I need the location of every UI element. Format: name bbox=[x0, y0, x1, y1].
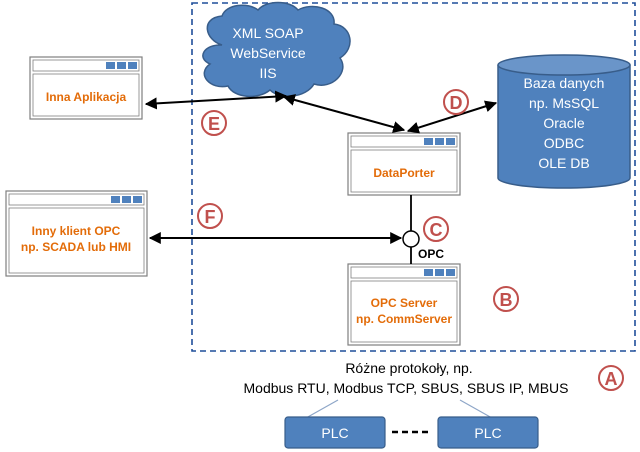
badge-c: C bbox=[423, 216, 449, 242]
badge-a: A bbox=[598, 365, 624, 391]
plc-right-link bbox=[459, 399, 493, 419]
badge-d: D bbox=[443, 89, 469, 115]
database-line-1: Baza danych bbox=[524, 75, 605, 91]
window-inna-aplikacja: Inna Aplikacja bbox=[29, 56, 143, 120]
window-dataporter: DataPorter bbox=[347, 132, 461, 196]
opc-server-line-2: np. CommServer bbox=[356, 312, 452, 326]
plc-right: PLC bbox=[437, 416, 539, 449]
opc-label: OPC bbox=[418, 247, 444, 261]
badge-b: B bbox=[493, 286, 519, 312]
webservice-cloud: XML SOAP WebService IIS bbox=[202, 1, 351, 98]
database-cylinder: Baza danych np. MsSQL Oracle ODBC OLE DB bbox=[497, 54, 631, 189]
inna-aplikacja-title: Inna Aplikacja bbox=[46, 90, 127, 104]
system-boundary bbox=[191, 2, 636, 352]
arrow-d-dataporter-to-db bbox=[406, 100, 498, 134]
plc-left-label: PLC bbox=[321, 425, 348, 441]
database-line-4: ODBC bbox=[544, 135, 584, 151]
plc-right-label: PLC bbox=[474, 425, 501, 441]
protocols-line-2: Modbus RTU, Modbus TCP, SBUS, SBUS IP, M… bbox=[244, 380, 569, 396]
database-line-5: OLE DB bbox=[538, 155, 589, 171]
database-line-3: Oracle bbox=[543, 115, 584, 131]
cloud-line-3: IIS bbox=[259, 65, 276, 81]
inny-klient-line-2: np. SCADA lub HMI bbox=[21, 240, 131, 254]
cloud-line-2: WebService bbox=[230, 45, 305, 61]
opc-interface-circle bbox=[402, 230, 420, 248]
protocols-line-1: Różne protokoły, np. bbox=[345, 360, 472, 376]
inny-klient-line-1: Inny klient OPC bbox=[32, 224, 121, 238]
database-line-2: np. MsSQL bbox=[529, 95, 599, 111]
arrow-cloud-to-dataporter bbox=[282, 94, 406, 133]
svg-text:B: B bbox=[500, 290, 513, 310]
badge-e: E bbox=[201, 110, 227, 136]
window-opc-server: OPC Server np. CommServer bbox=[347, 263, 461, 346]
dataporter-title: DataPorter bbox=[373, 166, 435, 180]
window-inny-klient-opc: Inny klient OPC np. SCADA lub HMI bbox=[5, 190, 148, 277]
badge-f: F bbox=[197, 203, 223, 229]
cloud-line-1: XML SOAP bbox=[232, 25, 303, 41]
arrow-e-inna-to-cloud bbox=[144, 90, 288, 110]
svg-text:E: E bbox=[208, 114, 220, 134]
opc-server-line-1: OPC Server bbox=[371, 296, 438, 310]
svg-text:C: C bbox=[430, 220, 443, 240]
svg-text:A: A bbox=[605, 369, 618, 389]
svg-text:F: F bbox=[205, 207, 216, 227]
plc-left: PLC bbox=[284, 416, 386, 449]
svg-text:D: D bbox=[450, 93, 463, 113]
plc-left-link bbox=[305, 399, 339, 419]
